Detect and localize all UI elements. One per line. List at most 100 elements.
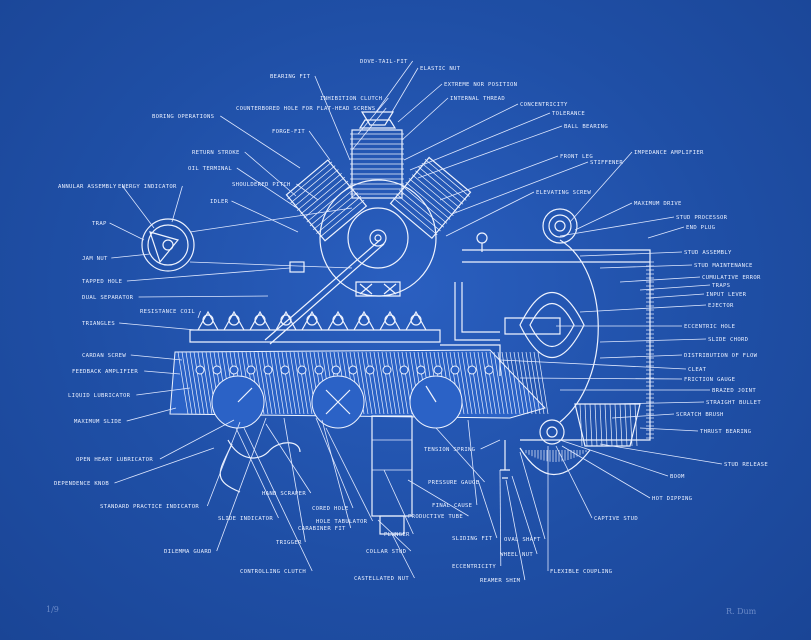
artist-signature: R. Dum xyxy=(726,607,757,616)
label-reamer-shim: REAMER SHIM xyxy=(480,578,521,584)
label-idler: IDLER xyxy=(210,199,229,205)
label-tolerance: TOLERANCE xyxy=(552,111,585,117)
label-stud-release: STUD RELEASE xyxy=(724,462,768,468)
leader-hot-dipping xyxy=(561,445,651,499)
label-inhibition-clutch: INHIBITION CLUTCH xyxy=(320,96,382,102)
label-cored-hole: CORED HOLE xyxy=(312,506,349,512)
label-cardan-screw: CARDAN SCREW xyxy=(82,353,126,359)
leader-ejector xyxy=(579,304,707,313)
leader-stud-assembly xyxy=(579,251,683,257)
leader-bearing-fit xyxy=(314,75,351,161)
leader-sliding-fit xyxy=(477,479,498,539)
label-end-plug: END PLUG xyxy=(686,225,716,231)
leader-castellated-nut xyxy=(391,533,415,579)
label-captive-stud: CAPTIVE STUD xyxy=(594,516,638,522)
leader-hand-scraper xyxy=(265,423,312,494)
right-cylinder xyxy=(389,156,472,240)
label-cumulative-error: CUMULATIVE ERROR xyxy=(702,275,761,281)
leader-front-leg xyxy=(439,155,559,201)
label-stiffener: STIFFENER xyxy=(590,160,623,166)
leader-distribution-of-flow xyxy=(599,354,683,359)
label-trigger: TRIGGER xyxy=(276,540,302,546)
label-castellated-nut: CASTELLATED NUT xyxy=(354,576,409,582)
leader-triangles xyxy=(119,322,197,331)
leader-reamer-shim xyxy=(505,479,526,581)
leader-dependence-knob xyxy=(114,447,215,484)
label-sliding-fit: SLIDING FIT xyxy=(452,536,493,542)
leader-captive-stud xyxy=(555,445,593,519)
label-hole-tabulator: HOLE TABULATOR xyxy=(316,519,368,525)
leader-stud-release xyxy=(599,443,723,465)
resistance-coil-row xyxy=(197,310,427,331)
label-counterbored-hole: COUNTERBORED HOLE FOR FLAT-HEAD SCREWS xyxy=(236,106,375,112)
leader-concentricity xyxy=(403,103,519,161)
crank-hub xyxy=(347,207,409,269)
label-internal-thread: INTERNAL THREAD xyxy=(450,96,505,102)
label-plunger: PLUNGER xyxy=(384,532,410,538)
leader-idler xyxy=(231,200,299,233)
label-eccentricity: ECCENTRICITY xyxy=(452,564,496,570)
label-shouldered-pitch: SHOULDERED PITCH xyxy=(232,182,291,188)
label-slide-indicator: SLIDE INDICATOR xyxy=(218,516,273,522)
edition-mark: 1/9 xyxy=(46,605,59,614)
left-cylinder xyxy=(285,159,368,242)
leader-input-lever xyxy=(647,293,705,299)
label-final-cause: FINAL CAUSE xyxy=(432,503,473,509)
leader-productive-tube xyxy=(407,479,469,517)
leader-slide-chord xyxy=(599,338,707,343)
label-trap: TRAP xyxy=(92,221,107,227)
label-energy-indicator: ENERGY INDICATOR xyxy=(118,184,177,190)
leader-end-plug xyxy=(647,226,685,239)
label-collar-stud: COLLAR STUD xyxy=(366,549,407,555)
leader-wheel-nut xyxy=(511,475,538,555)
leader-elastic-nut xyxy=(391,67,419,113)
leader-standard-practice-indicator xyxy=(206,421,241,507)
label-oil-terminal: OIL TERMINAL xyxy=(188,166,232,172)
leader-shouldered-pitch xyxy=(296,183,319,201)
label-annular-assembly: ANNULAR ASSEMBLY xyxy=(58,184,117,190)
label-tension-spring: TENSION SPRING xyxy=(424,447,476,453)
leader-dilemma-guard xyxy=(216,417,267,552)
leader-cored-hole xyxy=(315,417,354,509)
label-distribution-of-flow: DISTRIBUTION OF FLOW xyxy=(684,353,758,359)
label-jam-nut: JAM NUT xyxy=(82,256,108,262)
leader-boom xyxy=(559,439,669,477)
leader-hole-tabulator xyxy=(325,427,373,522)
leader-liquid-lubricator xyxy=(136,387,191,396)
leader-cardan-screw xyxy=(130,354,183,361)
leader-ball-bearing xyxy=(417,125,563,179)
label-dilemma-guard: DILEMMA GUARD xyxy=(164,549,212,555)
leader-trap xyxy=(109,222,145,241)
leader-carabiner-fit xyxy=(321,419,352,529)
label-hand-scraper: HAND SCRAPER xyxy=(262,491,306,497)
annular-wheel xyxy=(141,218,195,272)
leader-final-cause xyxy=(467,419,478,506)
top-cylinder xyxy=(350,111,404,199)
leader-cumulative-error xyxy=(619,276,701,283)
label-brazed-joint: BRAZED JOINT xyxy=(712,388,756,394)
label-dual-separator: DUAL SEPARATOR xyxy=(82,295,134,301)
label-open-heart-lubricator: OPEN HEART LUBRICATOR xyxy=(76,457,153,463)
plunger-column xyxy=(371,415,413,535)
label-carabiner-fit: CARABINER FIT xyxy=(298,526,346,532)
leader-maximum-drive xyxy=(574,202,633,231)
leader-stud-processor xyxy=(559,216,675,237)
leader-pressure-gauge xyxy=(435,427,485,483)
leader-lines xyxy=(109,60,723,581)
leader-plunger xyxy=(383,469,414,535)
leader-trigger xyxy=(283,417,306,543)
label-input-lever: INPUT LEVER xyxy=(706,292,747,298)
label-boom: BOOM xyxy=(670,474,685,480)
label-flexible-coupling: FLEXIBLE COUPLING xyxy=(550,569,613,575)
leader-open-heart-lubricator xyxy=(159,419,235,460)
label-standard-practice-indicator: STANDARD PRACTICE INDICATOR xyxy=(100,504,199,510)
leader-scratch-brush xyxy=(611,413,675,419)
leader-dual-separator xyxy=(138,295,269,298)
leader-collar-stud xyxy=(377,519,412,552)
leader-energy-indicator xyxy=(171,185,183,223)
label-eccentric-hole: ECCENTRIC HOLE xyxy=(684,324,736,330)
label-liquid-lubricator: LIQUID LUBRICATOR xyxy=(68,393,131,399)
leader-jam-nut xyxy=(111,253,151,259)
